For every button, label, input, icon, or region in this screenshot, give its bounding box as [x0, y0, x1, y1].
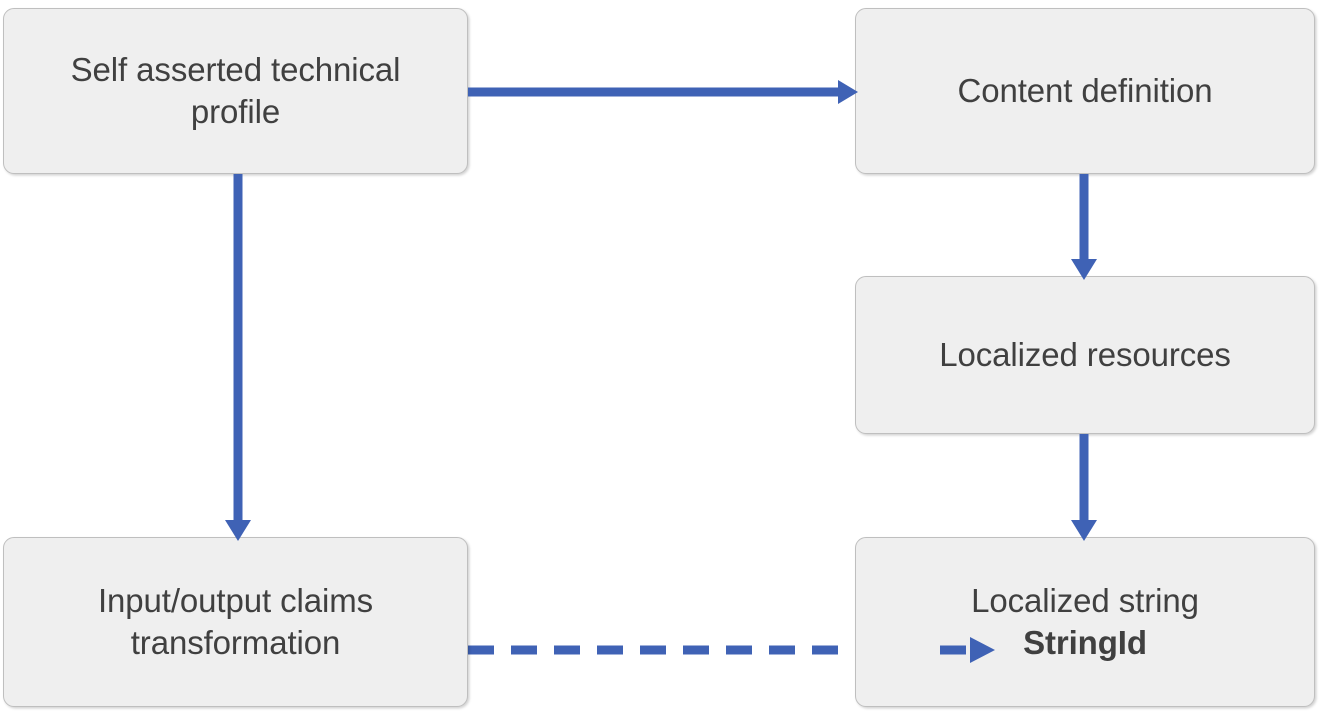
node-label: Localized resources — [939, 335, 1231, 373]
node-input-output-claims-transformation[interactable]: Input/output claims transformation — [3, 537, 468, 707]
node-localized-resources[interactable]: Localized resources — [855, 276, 1315, 434]
node-label: Localized string StringId — [971, 580, 1199, 664]
edge-content-definition-to-localized-resources — [1071, 174, 1097, 280]
node-self-asserted-technical-profile[interactable]: Self asserted technical profile — [3, 8, 468, 174]
edge-profile-to-claims-transformation — [225, 174, 251, 541]
node-label: Input/output claims transformation — [97, 581, 374, 661]
node-localized-string[interactable]: Localized string StringId — [855, 537, 1315, 707]
edge-profile-to-content-definition — [468, 80, 858, 104]
string-id-label: StringId — [1023, 624, 1147, 661]
node-label: Self asserted technical profile — [70, 50, 401, 130]
node-content-definition[interactable]: Content definition — [855, 8, 1315, 174]
edge-localized-resources-to-localized-string — [1071, 434, 1097, 541]
node-label: Content definition — [957, 71, 1213, 109]
